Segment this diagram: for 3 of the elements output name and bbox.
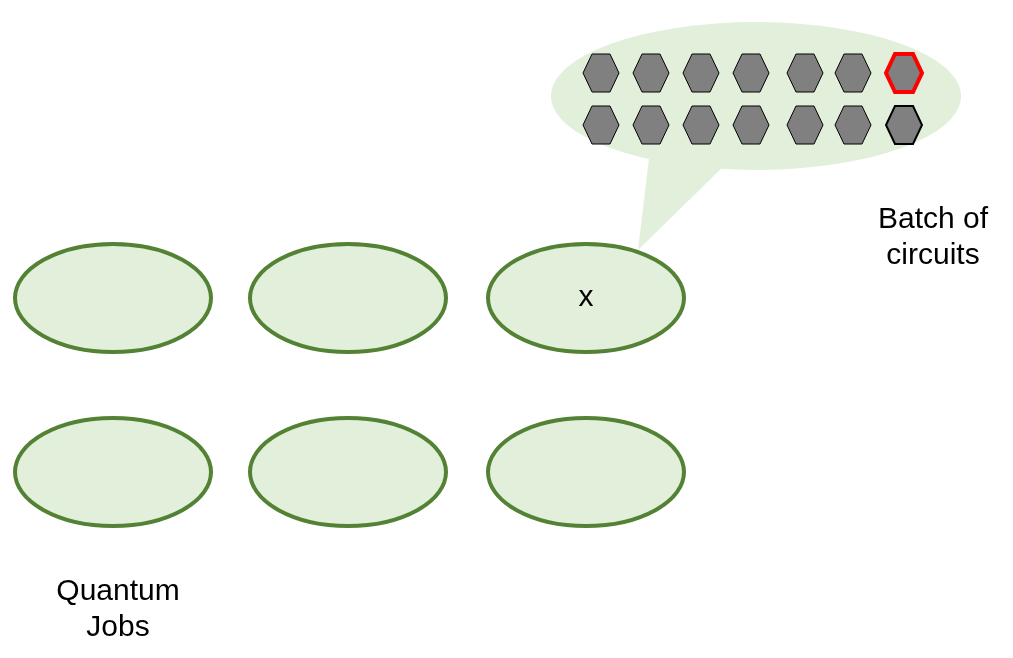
caption-text: Batch of circuits [876, 200, 990, 272]
caption-text: Quantum Jobs [55, 572, 181, 644]
node-text: x [577, 278, 595, 314]
